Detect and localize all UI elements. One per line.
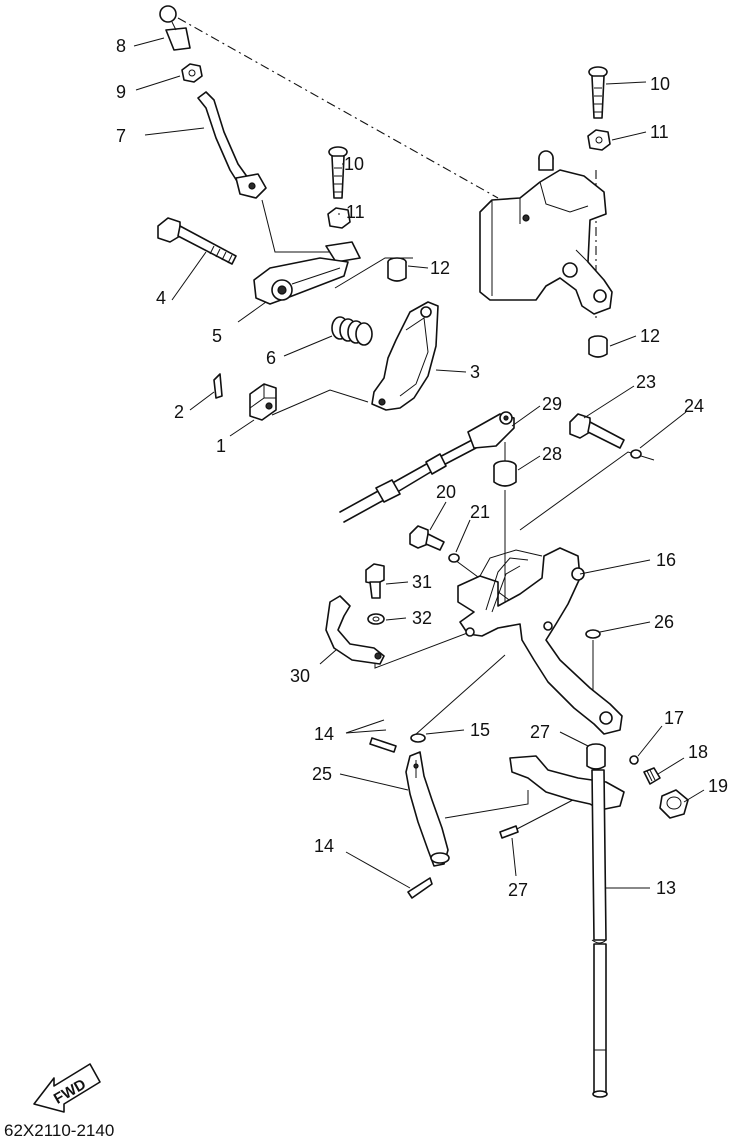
label-10-left: 10 [344, 154, 364, 174]
part-23-washer [630, 449, 642, 459]
label-13: 13 [656, 878, 676, 898]
assembly-line-8-to-bracket [177, 17, 499, 199]
part-14-pins-upper [369, 737, 397, 753]
part-22-bolt [569, 413, 625, 449]
control-cable [339, 439, 477, 523]
part-8-clip [159, 5, 191, 51]
assembly-line-1-to-3 [271, 389, 369, 416]
fwd-direction-badge: FWD [33, 1063, 101, 1113]
label-6: 6 [266, 348, 276, 368]
label-8: 8 [116, 36, 126, 56]
label-22: 23 [636, 372, 656, 392]
label-31: 31 [412, 572, 432, 592]
label-10-right: 10 [650, 74, 670, 94]
label-28: 28 [542, 444, 562, 464]
label-23: 24 [684, 396, 704, 416]
part-1-block [249, 383, 277, 421]
assembly-line-24-to-13 [444, 790, 529, 819]
label-21: 21 [470, 502, 490, 522]
label-20: 20 [436, 482, 456, 502]
part-16-shift-lever [457, 547, 623, 735]
label-29: 29 [542, 394, 562, 414]
part-2-pin [213, 373, 223, 399]
label-leaders [133, 37, 705, 889]
part-12-collar-left [387, 257, 407, 282]
part-10-bolt-left [328, 146, 348, 199]
label-3: 3 [470, 362, 480, 382]
part-27-pin [499, 825, 519, 839]
part-19-plug [659, 789, 689, 819]
part-5-lever [253, 257, 349, 305]
part-15-washer [410, 733, 426, 743]
assembly-line-23-to-16 [519, 451, 655, 531]
label-15: 15 [470, 720, 490, 740]
label-16: 16 [656, 550, 676, 570]
assembly-line-12-to-5 [334, 257, 413, 289]
assembly-line-30-to-16 [374, 631, 471, 669]
part-21-washer [448, 553, 460, 563]
part-11-nut-right [587, 129, 611, 151]
part-13-shift-rod [591, 769, 608, 1098]
part-30-clip [325, 595, 385, 665]
part-11-nut-left [325, 207, 361, 263]
part-10-bolt-right [588, 66, 608, 119]
part-9-nut [181, 63, 203, 83]
part-7-link-rod [197, 91, 267, 199]
part-14-pin-lower [407, 877, 433, 899]
label-14-lower: 14 [314, 836, 334, 856]
part-4-long-bolt [157, 217, 237, 265]
label-12-right: 12 [640, 326, 660, 346]
label-5: 5 [212, 326, 222, 346]
label-11-left: 11 [346, 202, 365, 222]
label-4: 4 [156, 288, 166, 308]
drawing-code: 62X2110-2140 [4, 1121, 114, 1140]
label-24: 25 [312, 764, 332, 784]
part-31-bolt [365, 563, 385, 599]
label-9: 9 [116, 82, 126, 102]
label-17: 17 [664, 708, 684, 728]
label-11-right: 11 [650, 122, 669, 142]
control-bracket-housing [479, 150, 613, 315]
label-26: 26 [654, 612, 674, 632]
part-32-washer [367, 613, 385, 625]
part-29-cable-joint [467, 411, 515, 449]
part-number-labels: 8 9 7 10 11 12 4 5 6 3 2 1 10 11 12 23 2… [116, 36, 728, 900]
label-2: 2 [174, 402, 184, 422]
part-24-shift-arm [405, 751, 450, 867]
part-6-spring [331, 316, 373, 346]
label-14-upper: 14 [314, 724, 334, 744]
label-30: 30 [290, 666, 310, 686]
assembly-line-7-to-5 [261, 199, 330, 253]
part-18-spring [643, 767, 661, 785]
label-25: 27 [530, 722, 550, 742]
part-12-collar-right [588, 335, 608, 358]
label-32: 32 [412, 608, 432, 628]
part-3-cam-plate [371, 301, 439, 411]
part-26-washer [585, 629, 601, 639]
label-27: 27 [508, 880, 528, 900]
label-1: 1 [216, 436, 226, 456]
part-20-bolt [409, 525, 445, 551]
label-18: 18 [688, 742, 708, 762]
label-7: 7 [116, 126, 126, 146]
label-12-left: 12 [430, 258, 450, 278]
label-19: 19 [708, 776, 728, 796]
part-17-ball [629, 755, 639, 765]
part-28-collar [493, 460, 517, 487]
assembly-line-15-to-16 [414, 654, 506, 736]
part-25-collar [586, 743, 606, 770]
shift-rod-bracket-plate [509, 755, 625, 811]
